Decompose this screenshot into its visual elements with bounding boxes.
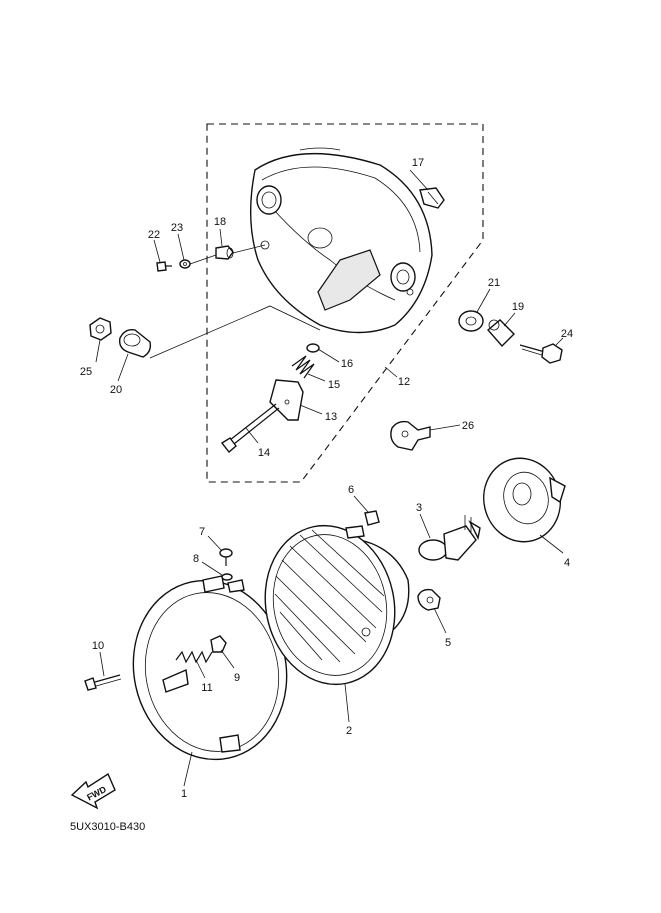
- part-26-socket: [390, 420, 431, 451]
- callout-labels: 1 2 3 4 5 6 7 8 9 10 11 12 13 14 15 16 1…: [80, 157, 573, 800]
- part-24-bolt: [519, 343, 563, 364]
- callout-3: 3: [416, 502, 422, 514]
- callout-16: 16: [341, 358, 353, 370]
- callout-11: 11: [201, 682, 212, 694]
- callout-4: 4: [564, 557, 570, 569]
- part-22-screw: [156, 261, 172, 272]
- callout-1: 1: [181, 788, 187, 800]
- part-13-adjust-bracket: [269, 379, 304, 421]
- part-23-washer: [179, 259, 191, 269]
- part-16-washer: [306, 343, 320, 353]
- callout-8: 8: [193, 553, 199, 565]
- part-20-collar: [118, 328, 152, 358]
- diagram-code: 5UX3010-B430: [70, 821, 145, 833]
- part-6-clip: [364, 510, 380, 526]
- callout-5: 5: [445, 637, 451, 649]
- fwd-arrow-icon: FWD: [70, 772, 116, 810]
- callout-25: 25: [80, 366, 92, 378]
- callout-7: 7: [199, 526, 205, 538]
- housing-subassembly-boundary: [206, 123, 484, 483]
- part-4-dust-cover: [483, 457, 566, 543]
- callout-24: 24: [561, 328, 573, 340]
- part-7-screw: [219, 548, 233, 566]
- headlight-housing: [249, 147, 433, 334]
- part-10-bolt: [84, 674, 122, 691]
- part-5-bulb-socket: [417, 588, 441, 611]
- callout-20: 20: [110, 384, 122, 396]
- callout-6: 6: [348, 484, 354, 496]
- callout-13: 13: [325, 411, 337, 423]
- part-15-spring: [291, 355, 315, 379]
- part-9-nut: [210, 635, 227, 653]
- callout-22: 22: [148, 229, 160, 241]
- callout-19: 19: [512, 301, 524, 313]
- part-18-grommet: [215, 245, 234, 260]
- callout-9: 9: [234, 672, 240, 684]
- part-8-washer: [221, 573, 233, 581]
- part-14-adjust-screw: [220, 403, 280, 454]
- part-19-sleeve: [487, 319, 515, 348]
- callout-10: 10: [92, 640, 104, 652]
- part-17-bracket: [419, 187, 445, 209]
- part-21-washer: [458, 310, 484, 332]
- lens-hatch-pattern: [274, 529, 385, 663]
- leader-lines: [95, 169, 564, 787]
- callout-26: 26: [462, 420, 474, 432]
- callout-21: 21: [488, 277, 500, 289]
- callout-18: 18: [214, 216, 226, 228]
- callout-15: 15: [328, 379, 340, 391]
- callout-14: 14: [258, 447, 270, 459]
- callout-23: 23: [171, 222, 183, 234]
- part-1-rim: [132, 575, 288, 761]
- part-2-lens-unit: [264, 524, 410, 686]
- part-3-bulb: [418, 515, 481, 561]
- callout-2: 2: [346, 725, 352, 737]
- part-11-spring: [175, 650, 213, 664]
- callout-17: 17: [412, 157, 424, 169]
- callout-12: 12: [398, 376, 410, 388]
- part-25-nut: [89, 317, 112, 341]
